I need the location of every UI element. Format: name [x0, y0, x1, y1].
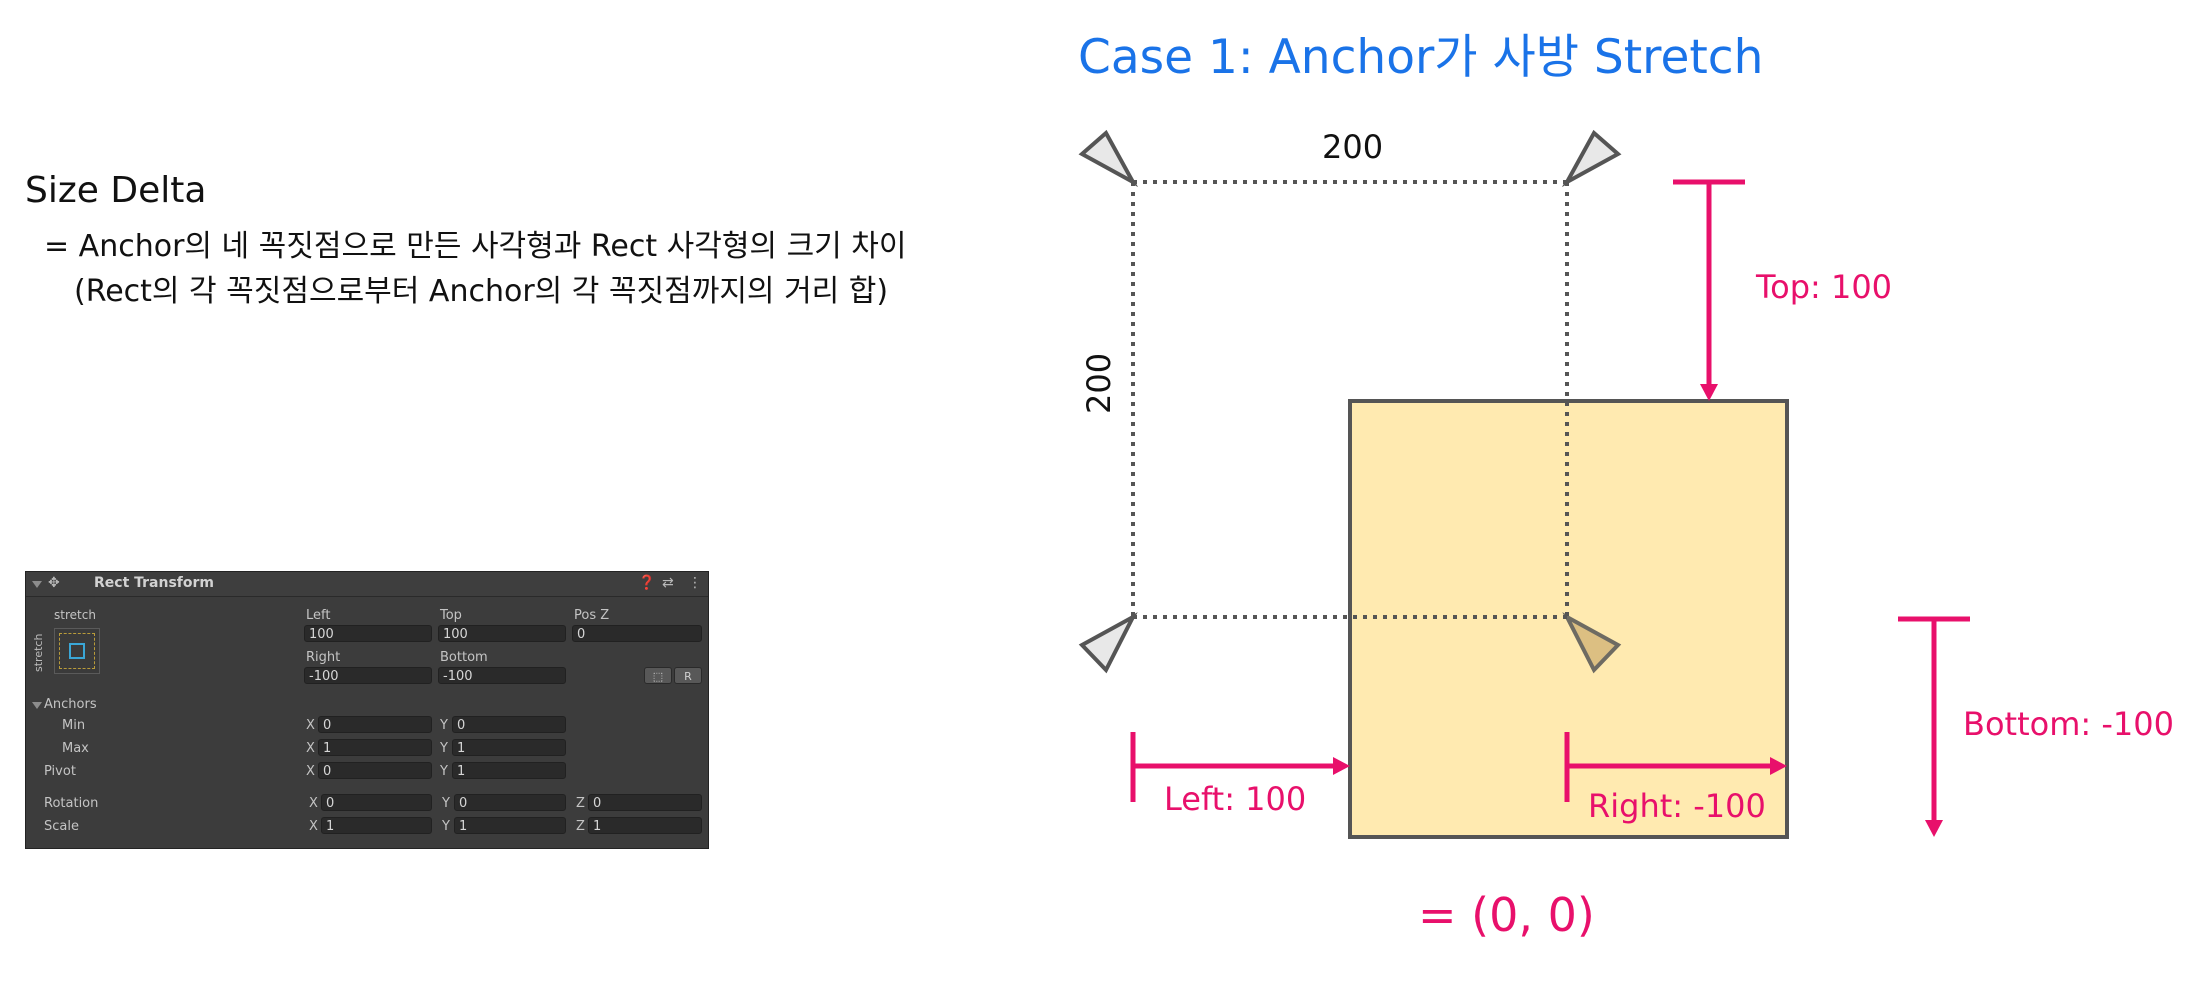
scale-label: Scale — [44, 819, 79, 834]
raw-edit-button[interactable]: R — [674, 667, 702, 684]
right-label: Right — [306, 650, 341, 665]
scale-y-field[interactable]: 1 — [454, 817, 566, 834]
bottom-field[interactable]: -100 — [438, 667, 566, 684]
min-y-field[interactable]: 0 — [452, 716, 566, 733]
scale-x-axis: X — [309, 819, 318, 834]
max-y-field[interactable]: 1 — [452, 739, 566, 756]
posz-field[interactable]: 0 — [572, 625, 702, 642]
left-field[interactable]: 100 — [304, 625, 432, 642]
pivot-x-axis: X — [306, 764, 315, 779]
result-label: = (0, 0) — [1418, 888, 1595, 942]
anchor-bottom-left-icon — [1078, 612, 1138, 674]
anchor-dotted-square — [1131, 180, 1569, 619]
anchors-label: Anchors — [44, 697, 97, 712]
top-label: Top — [440, 608, 462, 623]
size-delta-explanation: (Rect의 각 꼭짓점으로부터 Anchor의 각 꼭짓점까지의 거리 합) — [74, 274, 889, 309]
top-margin-arrow — [1673, 179, 1745, 401]
rotation-x-field[interactable]: 0 — [321, 794, 432, 811]
top-field[interactable]: 100 — [438, 625, 566, 642]
scale-x-field[interactable]: 1 — [321, 817, 432, 834]
max-label: Max — [62, 741, 89, 756]
stretch-top-label: stretch — [54, 608, 96, 622]
left-margin-arrow — [1130, 732, 1350, 802]
height-label: 200 — [1080, 352, 1118, 414]
anchor-top-right-icon — [1561, 129, 1622, 188]
left-label: Left — [306, 608, 331, 623]
pivot-x-field[interactable]: 0 — [318, 762, 432, 779]
panel-title: Rect Transform — [94, 575, 215, 591]
left-margin-label: Left: 100 — [1164, 780, 1307, 818]
posz-label: Pos Z — [574, 608, 610, 623]
scale-z-axis: Z — [576, 819, 585, 834]
top-margin-label: Top: 100 — [1756, 268, 1893, 306]
pivot-y-field[interactable]: 1 — [452, 762, 566, 779]
rotation-label: Rotation — [44, 796, 99, 811]
rotation-x-axis: X — [309, 796, 318, 811]
pivot-y-axis: Y — [440, 764, 448, 779]
min-x-field[interactable]: 0 — [318, 716, 432, 733]
case-title: Case 1: Anchor가 사방 Stretch — [1078, 30, 1764, 85]
right-margin-label: Right: -100 — [1588, 787, 1766, 825]
max-y-axis: Y — [440, 741, 448, 756]
bottom-margin-label: Bottom: -100 — [1963, 705, 2174, 743]
rotation-y-field[interactable]: 0 — [454, 794, 566, 811]
min-label: Min — [62, 718, 86, 733]
right-field[interactable]: -100 — [304, 667, 432, 684]
bottom-margin-arrow — [1898, 616, 1970, 837]
panel-header[interactable]: ✥ Rect Transform ❓ ⇄ ⋮ — [26, 572, 708, 597]
more-icon[interactable]: ⋮ — [688, 575, 702, 591]
min-y-axis: Y — [440, 718, 448, 733]
rect-transform-panel: ✥ Rect Transform ❓ ⇄ ⋮ stretch stretch L… — [25, 571, 709, 849]
collapse-triangle-icon[interactable] — [32, 581, 42, 588]
size-delta-title: Size Delta — [25, 170, 207, 211]
size-delta-definition: = Anchor의 네 꼭짓점으로 만든 사각형과 Rect 사각형의 크기 차… — [44, 229, 907, 264]
max-x-field[interactable]: 1 — [318, 739, 432, 756]
width-label: 200 — [1322, 128, 1384, 166]
max-x-axis: X — [306, 741, 315, 756]
anchor-top-left-icon — [1078, 129, 1139, 188]
settings-icon[interactable]: ⇄ — [662, 575, 674, 591]
anchor-cross-icon — [69, 643, 85, 659]
bottom-label: Bottom — [440, 650, 488, 665]
rotation-z-field[interactable]: 0 — [588, 794, 702, 811]
blueprint-mode-button[interactable]: ⬚ — [644, 667, 672, 684]
anchor-bottom-right-icon — [1562, 612, 1622, 674]
rotation-z-axis: Z — [576, 796, 585, 811]
pivot-label: Pivot — [44, 764, 76, 779]
anchor-preset-button[interactable] — [54, 628, 100, 674]
right-margin-arrow — [1564, 732, 1787, 802]
help-icon[interactable]: ❓ — [638, 575, 656, 591]
scale-z-field[interactable]: 1 — [588, 817, 702, 834]
anchors-foldout-icon[interactable] — [32, 702, 42, 709]
min-x-axis: X — [306, 718, 315, 733]
rotation-y-axis: Y — [442, 796, 450, 811]
scale-y-axis: Y — [442, 819, 450, 834]
move-icon: ✥ — [48, 575, 60, 591]
